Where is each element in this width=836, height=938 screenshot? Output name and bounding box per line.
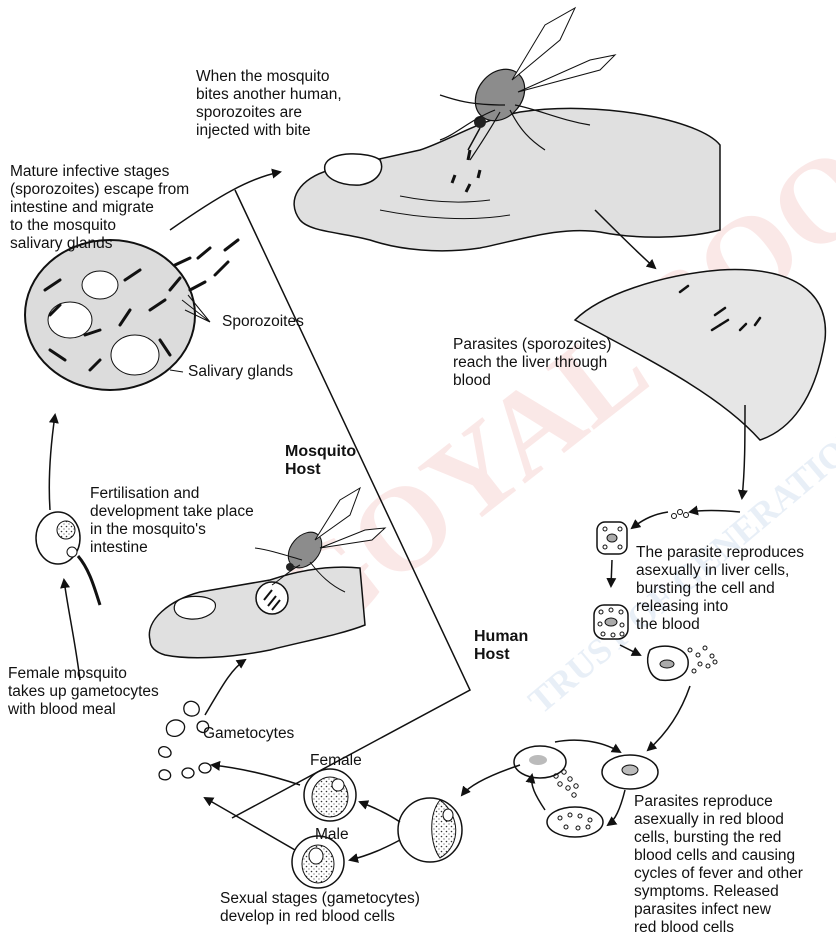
male-label: Male: [315, 826, 349, 844]
sporozoites-label: Sporozoites: [222, 313, 304, 331]
female-label: Female: [310, 752, 362, 770]
salivary-glands-label: Salivary glands: [188, 363, 293, 381]
sexual-stages-caption: Sexual stages (gametocytes)develop in re…: [220, 890, 420, 926]
liver-illustration: [575, 270, 825, 440]
liver-reach-caption: Parasites (sporozoites)reach the liver t…: [453, 336, 612, 390]
hand-bite-illustration: [294, 8, 720, 251]
sporozoites-escape-caption: Mature infective stages(sporozoites) esc…: [10, 163, 189, 253]
gametocytes-label: Gametocytes: [203, 725, 294, 743]
